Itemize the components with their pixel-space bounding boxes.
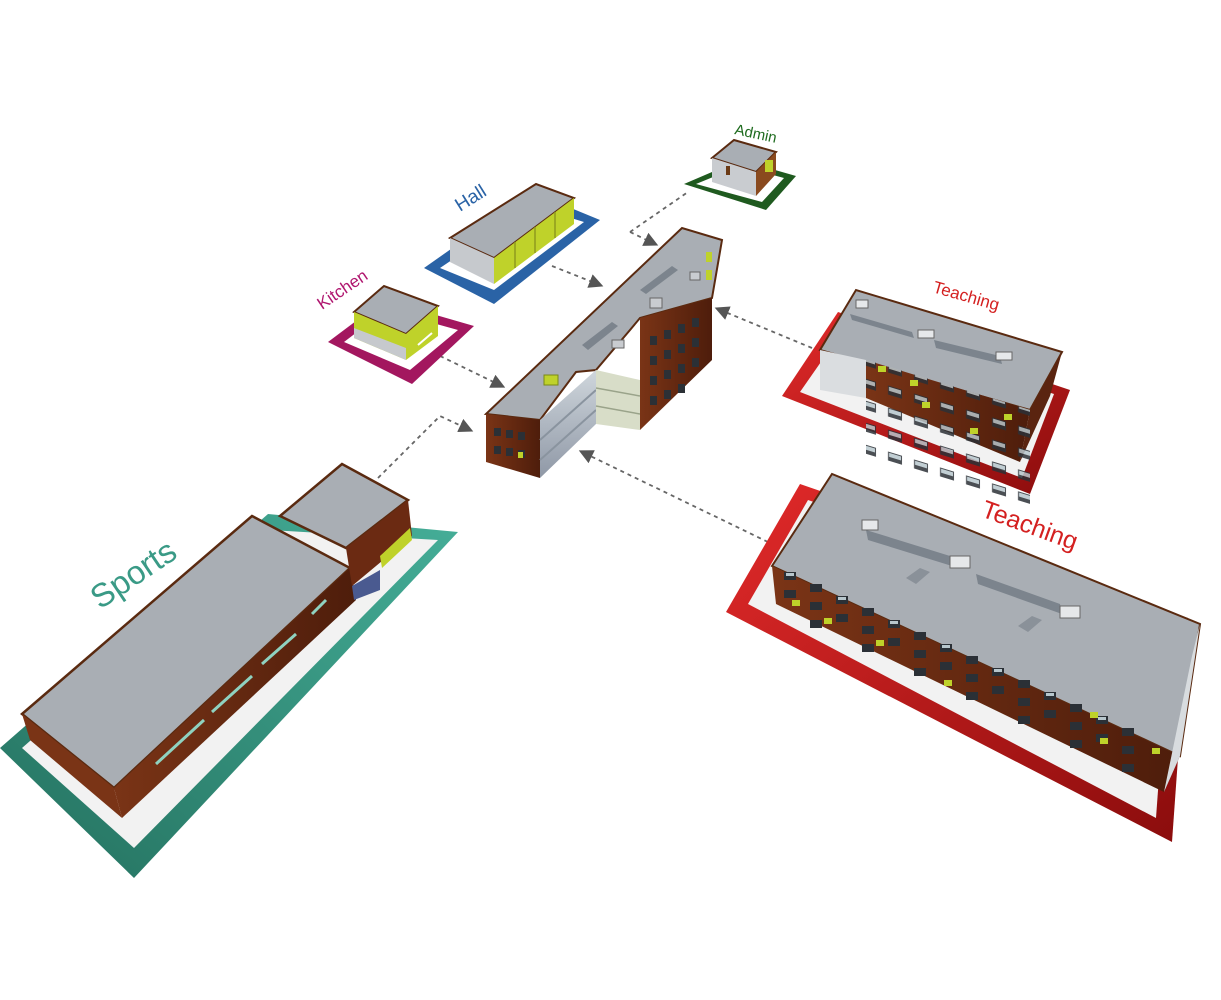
teaching-small-block xyxy=(782,288,1070,510)
arrow-admin-line xyxy=(629,191,689,233)
arrow-kitchen xyxy=(439,355,506,388)
arrow-hall xyxy=(551,265,604,288)
sports-block xyxy=(0,462,458,878)
kitchen-block xyxy=(328,284,474,384)
connector-arrows xyxy=(377,191,813,543)
label-hall: Hall xyxy=(452,181,491,216)
arrow-teaching-large xyxy=(578,450,769,543)
label-teaching-small: Teaching xyxy=(931,278,1002,315)
teaching-large-block xyxy=(726,472,1202,842)
central-hub-block xyxy=(483,226,724,478)
arrow-teaching-small xyxy=(714,306,813,349)
arrow-admin xyxy=(629,231,659,246)
admin-block xyxy=(684,138,796,210)
arrow-sports xyxy=(377,414,474,479)
hall-block xyxy=(424,182,600,304)
